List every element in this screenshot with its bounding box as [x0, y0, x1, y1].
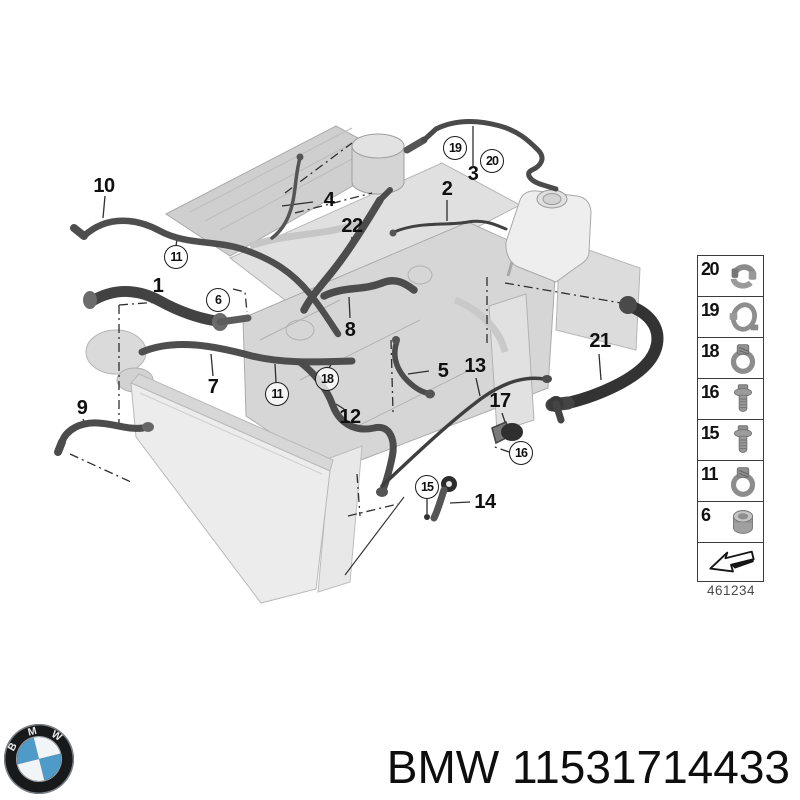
diagram-number: 461234: [706, 583, 756, 598]
legend-item-number: 20: [701, 259, 720, 279]
callout-4: 4: [323, 189, 335, 211]
callout-11: 11: [265, 382, 289, 406]
hose-coupling-icon: [724, 504, 762, 540]
callout-7: 7: [207, 376, 219, 398]
legend-item-number: 18: [701, 341, 720, 361]
legend-item-number: 6: [701, 505, 711, 525]
callout-21: 21: [589, 330, 611, 352]
screw-clamp-icon: [724, 340, 762, 376]
legend-item-number: 16: [701, 382, 720, 402]
legend-item-number: 11: [701, 464, 719, 484]
legend-item-number: 19: [701, 300, 720, 320]
callout-22: 22: [341, 215, 363, 237]
hoses: [54, 119, 664, 522]
roundel-quarter-blue: [17, 737, 39, 765]
leader-lines: [69, 126, 622, 576]
legend-item-number: 15: [701, 423, 720, 443]
callout-11: 11: [164, 245, 188, 269]
callout-20: 20: [480, 149, 504, 173]
legend-item-6: 6: [698, 502, 763, 543]
spring-band-clamp-icon: [724, 258, 762, 294]
legend-panel: 20 19 18 16 15 11 6: [697, 255, 764, 582]
legend-item-19: 19: [698, 297, 763, 338]
legend-item-18: 18: [698, 338, 763, 379]
radiator-ghost: [130, 373, 363, 604]
callout-6: 6: [206, 288, 230, 312]
screw-clamp-icon: [724, 463, 762, 499]
bmw-letter: M: [27, 725, 39, 739]
direction-arrow-icon: [701, 546, 762, 578]
legend-item-15: 15: [698, 420, 763, 461]
hex-bolt-icon: [724, 422, 762, 458]
callout-16: 16: [509, 441, 533, 465]
callout-19: 19: [443, 136, 467, 160]
legend-view-arrow: [698, 543, 763, 581]
legend-item-20: 20: [698, 256, 763, 297]
callout-15: 15: [415, 475, 439, 499]
callout-12: 12: [339, 406, 361, 428]
callout-17: 17: [489, 390, 511, 412]
legend-item-16: 16: [698, 379, 763, 420]
callout-14: 14: [474, 491, 496, 513]
callout-18: 18: [315, 367, 339, 391]
ring-clamp-icon: [724, 299, 762, 335]
callout-1: 1: [152, 275, 164, 297]
callout-13: 13: [464, 355, 486, 377]
callout-8: 8: [344, 319, 356, 341]
callout-2: 2: [441, 178, 453, 200]
roundel-quarter-blue: [39, 753, 61, 781]
callout-9: 9: [76, 397, 88, 419]
part-number-text: BMW 11531714433: [386, 741, 790, 793]
callout-10: 10: [93, 175, 115, 197]
hex-bolt-icon: [724, 381, 762, 417]
bmw-logo-icon: B M W: [4, 724, 74, 794]
legend-item-11: 11: [698, 461, 763, 502]
callout-3: 3: [467, 163, 479, 185]
callout-5: 5: [437, 360, 449, 382]
